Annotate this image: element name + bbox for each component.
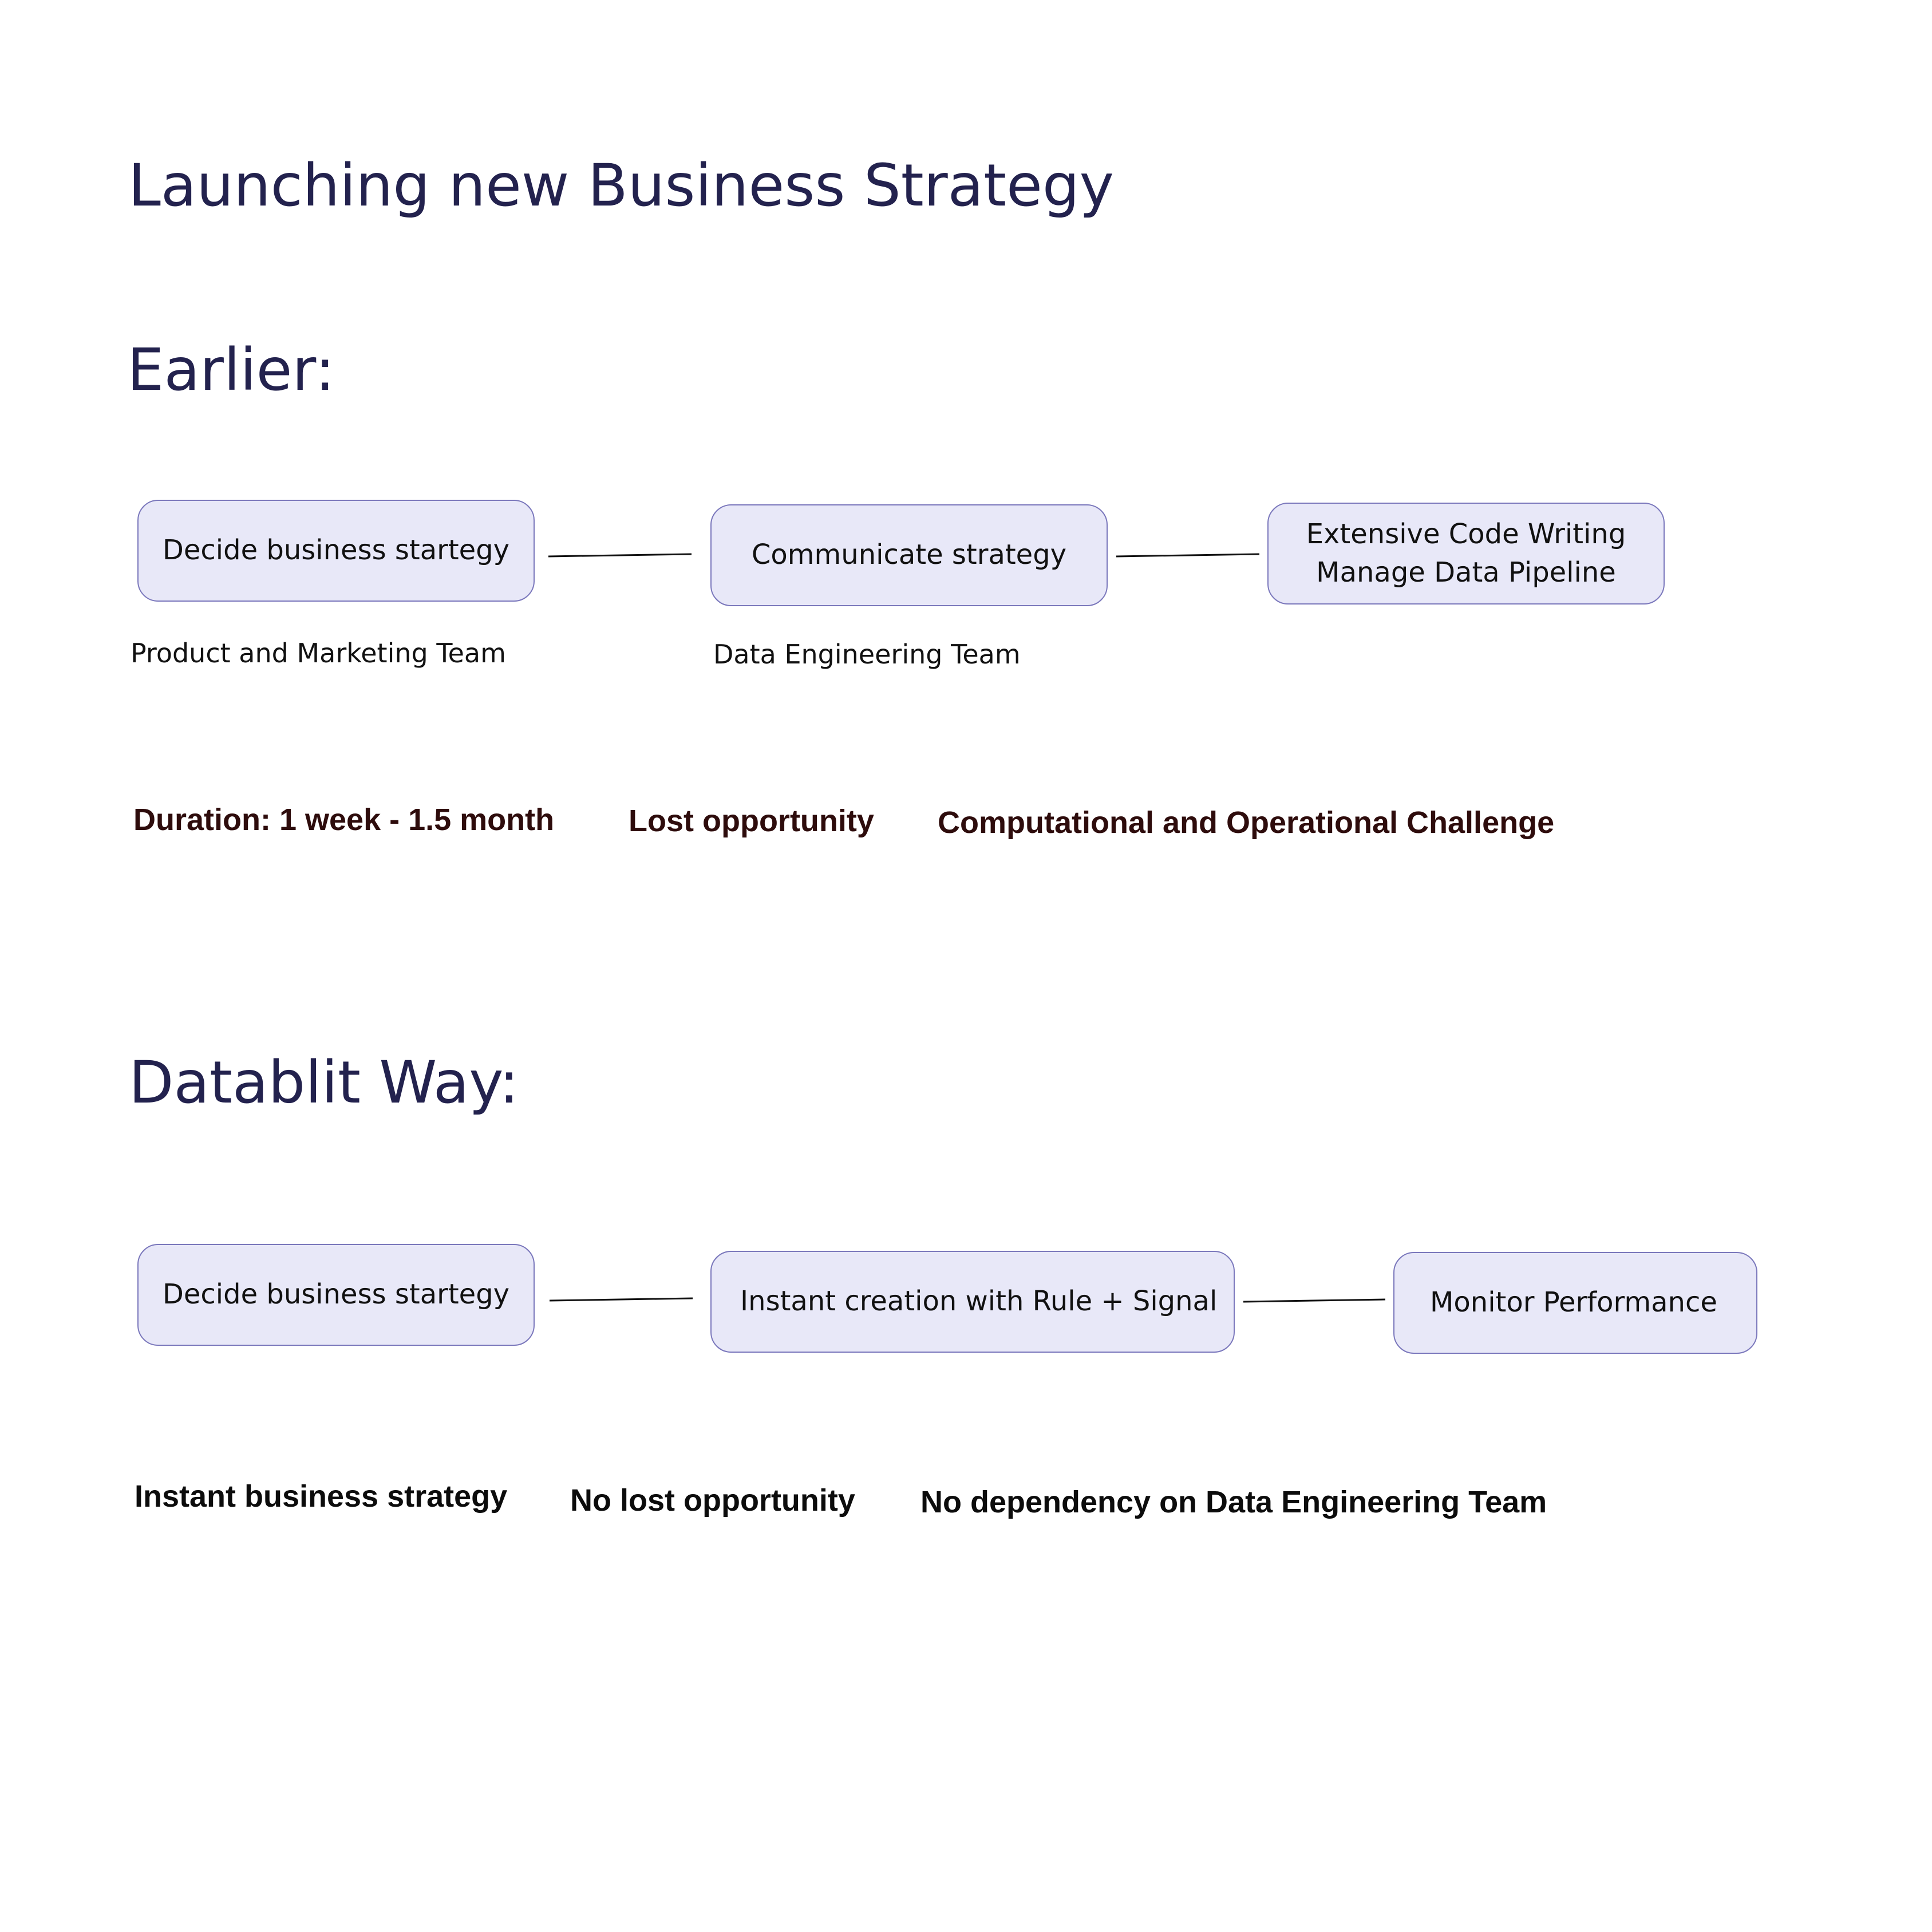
earlier-connector-2 — [1116, 553, 1260, 558]
earlier-node-code-writing: Extensive Code Writing Manage Data Pipel… — [1267, 503, 1665, 605]
datablit-outcome-no-lost-opportunity: No lost opportunity — [570, 1483, 855, 1518]
node-label-line-1: Extensive Code Writing — [1306, 517, 1626, 550]
node-label: Instant creation with Rule + Signal — [740, 1285, 1218, 1318]
datablit-connector-2 — [1243, 1298, 1386, 1303]
datablit-node-monitor-performance: Monitor Performance — [1393, 1252, 1757, 1354]
earlier-outcome-lost-opportunity: Lost opportunity — [629, 804, 874, 838]
node-label: Communicate strategy — [751, 539, 1067, 571]
node-label: Decide business startegy — [162, 534, 510, 567]
datablit-connector-1 — [549, 1297, 693, 1302]
earlier-connector-1 — [548, 553, 692, 558]
node-label: Monitor Performance — [1430, 1286, 1717, 1319]
earlier-heading: Earlier: — [127, 336, 335, 404]
node-label: Decide business startegy — [162, 1278, 510, 1311]
datablit-heading: Datablit Way: — [129, 1049, 519, 1117]
earlier-node-decide-strategy: Decide business startegy — [137, 500, 535, 602]
earlier-outcome-computational-challenge: Computational and Operational Challenge — [938, 805, 1555, 840]
node-label-line-2: Manage Data Pipeline — [1316, 556, 1616, 588]
earlier-node-communicate-strategy: Communicate strategy — [710, 504, 1108, 606]
datablit-node-decide-strategy: Decide business startegy — [137, 1244, 535, 1346]
earlier-outcome-duration: Duration: 1 week - 1.5 month — [133, 803, 555, 837]
datablit-outcome-instant-strategy: Instant business strategy — [135, 1479, 508, 1514]
datablit-node-instant-creation: Instant creation with Rule + Signal — [710, 1251, 1235, 1353]
earlier-team-product-marketing: Product and Marketing Team — [131, 638, 506, 669]
earlier-team-data-engineering: Data Engineering Team — [713, 639, 1021, 670]
page-title: Launching new Business Strategy — [128, 152, 1114, 220]
datablit-outcome-no-dependency: No dependency on Data Engineering Team — [920, 1485, 1547, 1519]
